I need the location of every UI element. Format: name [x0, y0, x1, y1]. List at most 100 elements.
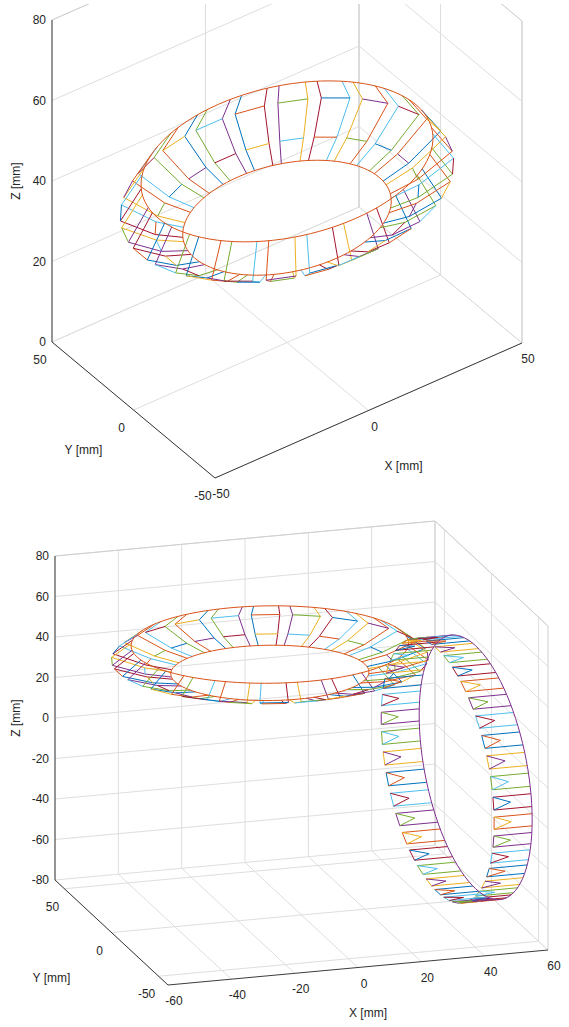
- gear-wire-group: [120, 81, 453, 282]
- tick-label: 50: [521, 353, 534, 365]
- tick-label: -40: [32, 793, 49, 805]
- gear-wire: [224, 242, 248, 283]
- grid-line: [55, 845, 548, 950]
- gear-wire: [138, 158, 154, 174]
- gear-wire: [189, 168, 206, 179]
- grid-line: [435, 521, 436, 845]
- gear-wire: [441, 182, 450, 199]
- gear-wire: [171, 645, 369, 700]
- gear-wire: [493, 794, 532, 810]
- gear-wire: [357, 88, 399, 165]
- gear-wire: [383, 752, 401, 765]
- gear-wire: [349, 620, 397, 655]
- gear-wire: [452, 667, 472, 676]
- gear-wire: [278, 86, 281, 164]
- gear-wire: [490, 773, 530, 790]
- gear-wire: [308, 81, 321, 160]
- axis-line-group: [55, 556, 548, 985]
- gear-wire: [396, 646, 415, 651]
- tick-label: -50: [212, 488, 229, 500]
- gear-wire: [326, 696, 345, 699]
- tick-label: 60: [33, 95, 46, 107]
- axis-line-group: [52, 20, 522, 478]
- gear-wire: [155, 650, 166, 656]
- gear-wire: [169, 184, 182, 197]
- gear-wire: [133, 248, 147, 260]
- tick-label: 80: [33, 14, 46, 26]
- gear-wire: [253, 242, 266, 283]
- gear-wire: [305, 269, 328, 276]
- tick-label: -60: [32, 834, 49, 846]
- gear-wire: [493, 833, 532, 848]
- gear-wire: [270, 278, 294, 281]
- gear-wire: [138, 147, 194, 207]
- gear-wire: [435, 890, 455, 895]
- gear-wire: [493, 836, 511, 847]
- gear-wire: [251, 614, 279, 615]
- gear-wire: [351, 208, 389, 252]
- gear-wire: [444, 656, 464, 663]
- gear-wire: [131, 606, 408, 683]
- gear-wire: [262, 703, 285, 704]
- gear-wire: [199, 610, 225, 648]
- gear-wire: [319, 636, 339, 639]
- grid-line: [52, 20, 53, 342]
- tick-label: -20: [292, 983, 309, 995]
- gear-wire: [469, 698, 488, 709]
- gear-wire: [165, 256, 176, 265]
- gear-wire: [114, 669, 122, 677]
- grid-line: [52, 4, 522, 21]
- gear-wire: [444, 897, 464, 900]
- gear-wire: [386, 665, 404, 673]
- tick-label: 50: [46, 901, 59, 913]
- gear-wire: [369, 96, 418, 171]
- tick-label: -80: [32, 874, 49, 886]
- tick-label: 40: [33, 175, 46, 187]
- gear-wire: [398, 106, 418, 114]
- grid-line: [522, 21, 523, 343]
- gear-wire: [141, 81, 433, 242]
- gear-wire: [390, 793, 409, 806]
- axis-line: [168, 950, 548, 985]
- gear-wire: [120, 633, 176, 665]
- axes-3d: [55, 521, 548, 985]
- grid-line: [112, 898, 492, 933]
- grid-line: [55, 556, 56, 880]
- gear-wire: [326, 81, 350, 160]
- grid-line: [52, 4, 522, 21]
- grid-line-group: [55, 521, 548, 985]
- gear-wire: [215, 154, 236, 163]
- gear-wire: [487, 752, 528, 769]
- gear-wire: [223, 635, 245, 637]
- tick-label: 20: [33, 256, 46, 268]
- gear-wire: [402, 829, 445, 844]
- gear-wire: [410, 850, 430, 860]
- grid-line: [52, 127, 522, 263]
- gear-wire: [350, 86, 388, 164]
- gear-wire: [398, 154, 409, 163]
- gear-wire: [402, 640, 421, 643]
- gear-wire: [482, 732, 523, 748]
- gear-wire: [321, 97, 350, 98]
- gear-wire: [195, 638, 214, 641]
- gear-wire: [155, 222, 157, 235]
- gear-wire: [490, 850, 530, 863]
- gear-wire: [353, 690, 369, 695]
- gear-wire: [122, 228, 129, 242]
- gear-wire: [211, 616, 238, 619]
- gear-wire: [196, 119, 222, 131]
- gear-wire: [331, 613, 368, 650]
- axis-line: [52, 20, 53, 342]
- gear-wire: [435, 886, 479, 895]
- gear-wire: [370, 647, 382, 652]
- gear-wire: [418, 862, 461, 874]
- gear-wire: [490, 853, 508, 863]
- gear-wire: [158, 203, 165, 216]
- gear-wire: [176, 234, 218, 275]
- gear-wire: [309, 608, 333, 647]
- gear-wire: [347, 138, 367, 141]
- gear-wire: [383, 675, 423, 688]
- tick-label: 0: [361, 978, 368, 990]
